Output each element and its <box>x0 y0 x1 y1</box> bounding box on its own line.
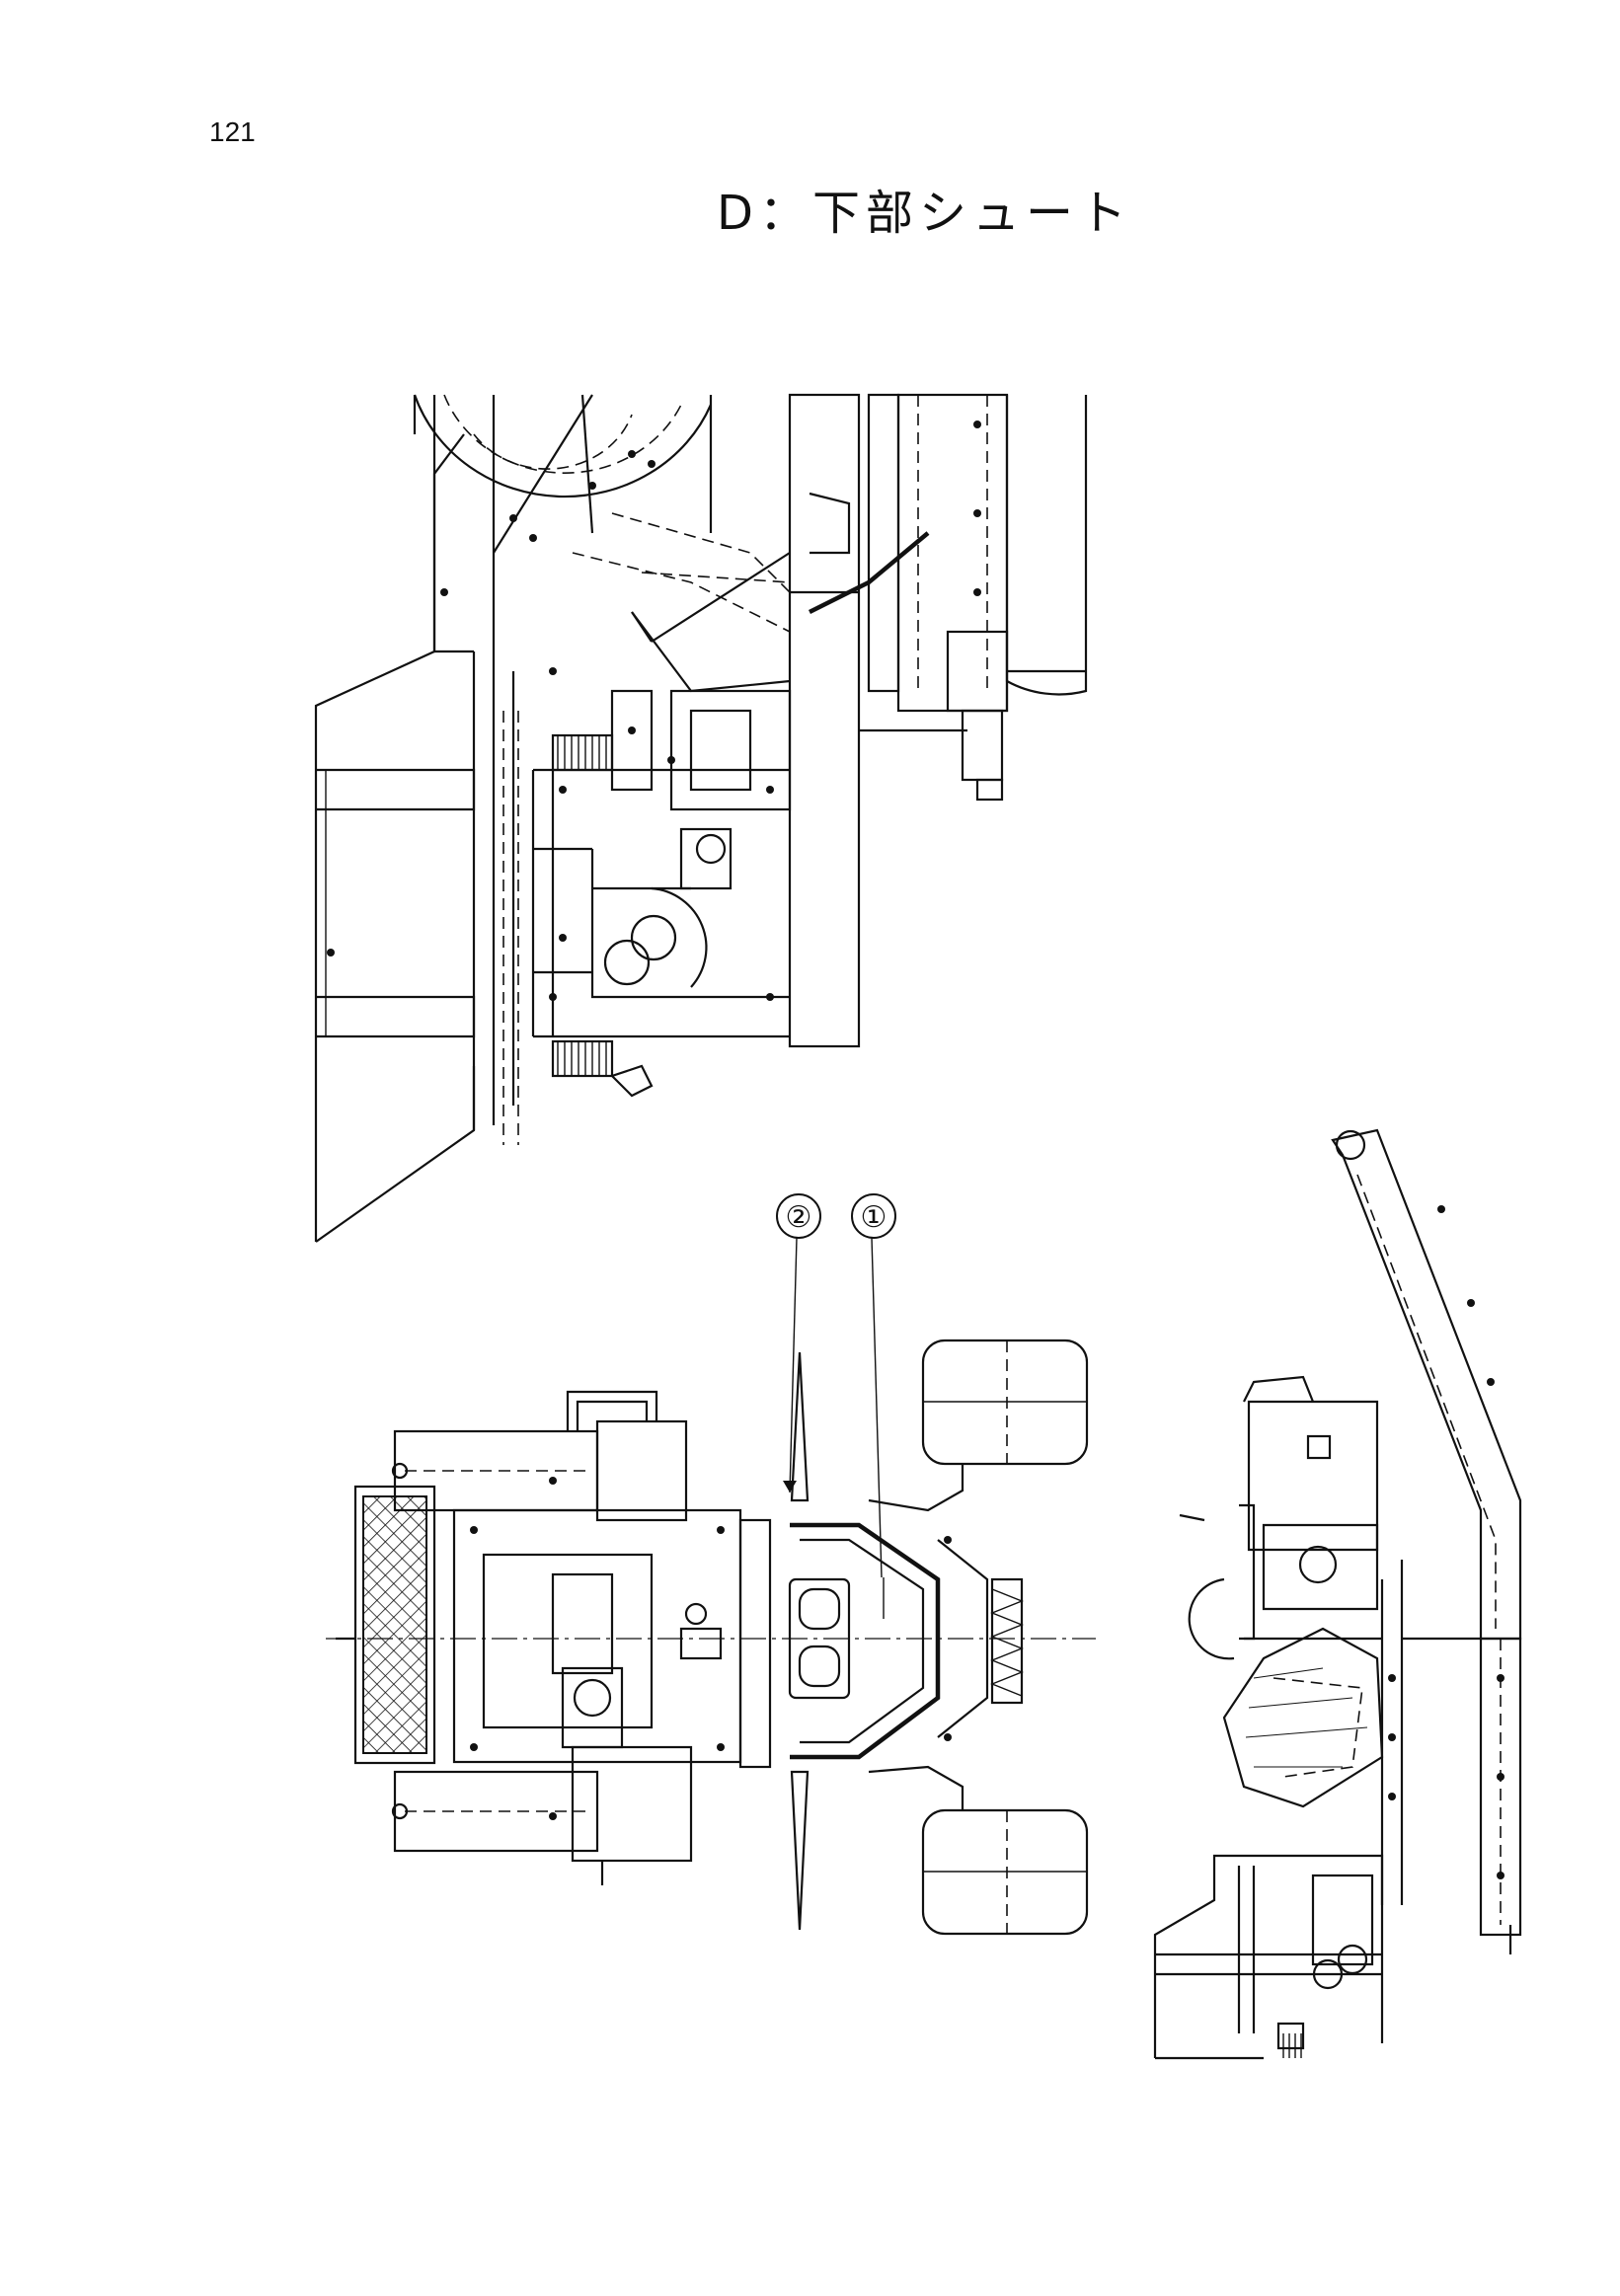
top-elevation-view <box>314 393 1088 1243</box>
spring-lower <box>551 1039 614 1078</box>
page-number: 121 <box>209 116 256 147</box>
plan-view <box>326 1339 1096 1936</box>
lower-wheel <box>921 1808 1089 1936</box>
upper-wheel <box>921 1339 1089 1466</box>
section-title: D：下部シュート <box>717 186 1132 241</box>
radiator-mesh <box>353 1485 436 1765</box>
spring-upper <box>551 733 614 772</box>
callout-2-label: ② <box>786 1200 812 1235</box>
callout-2: ② <box>776 1193 821 1493</box>
side-view <box>1153 1128 1522 2060</box>
callout-1: ① <box>851 1193 896 1578</box>
callout-1-label: ① <box>861 1200 887 1235</box>
callout-group: ② ① <box>776 1193 896 1578</box>
